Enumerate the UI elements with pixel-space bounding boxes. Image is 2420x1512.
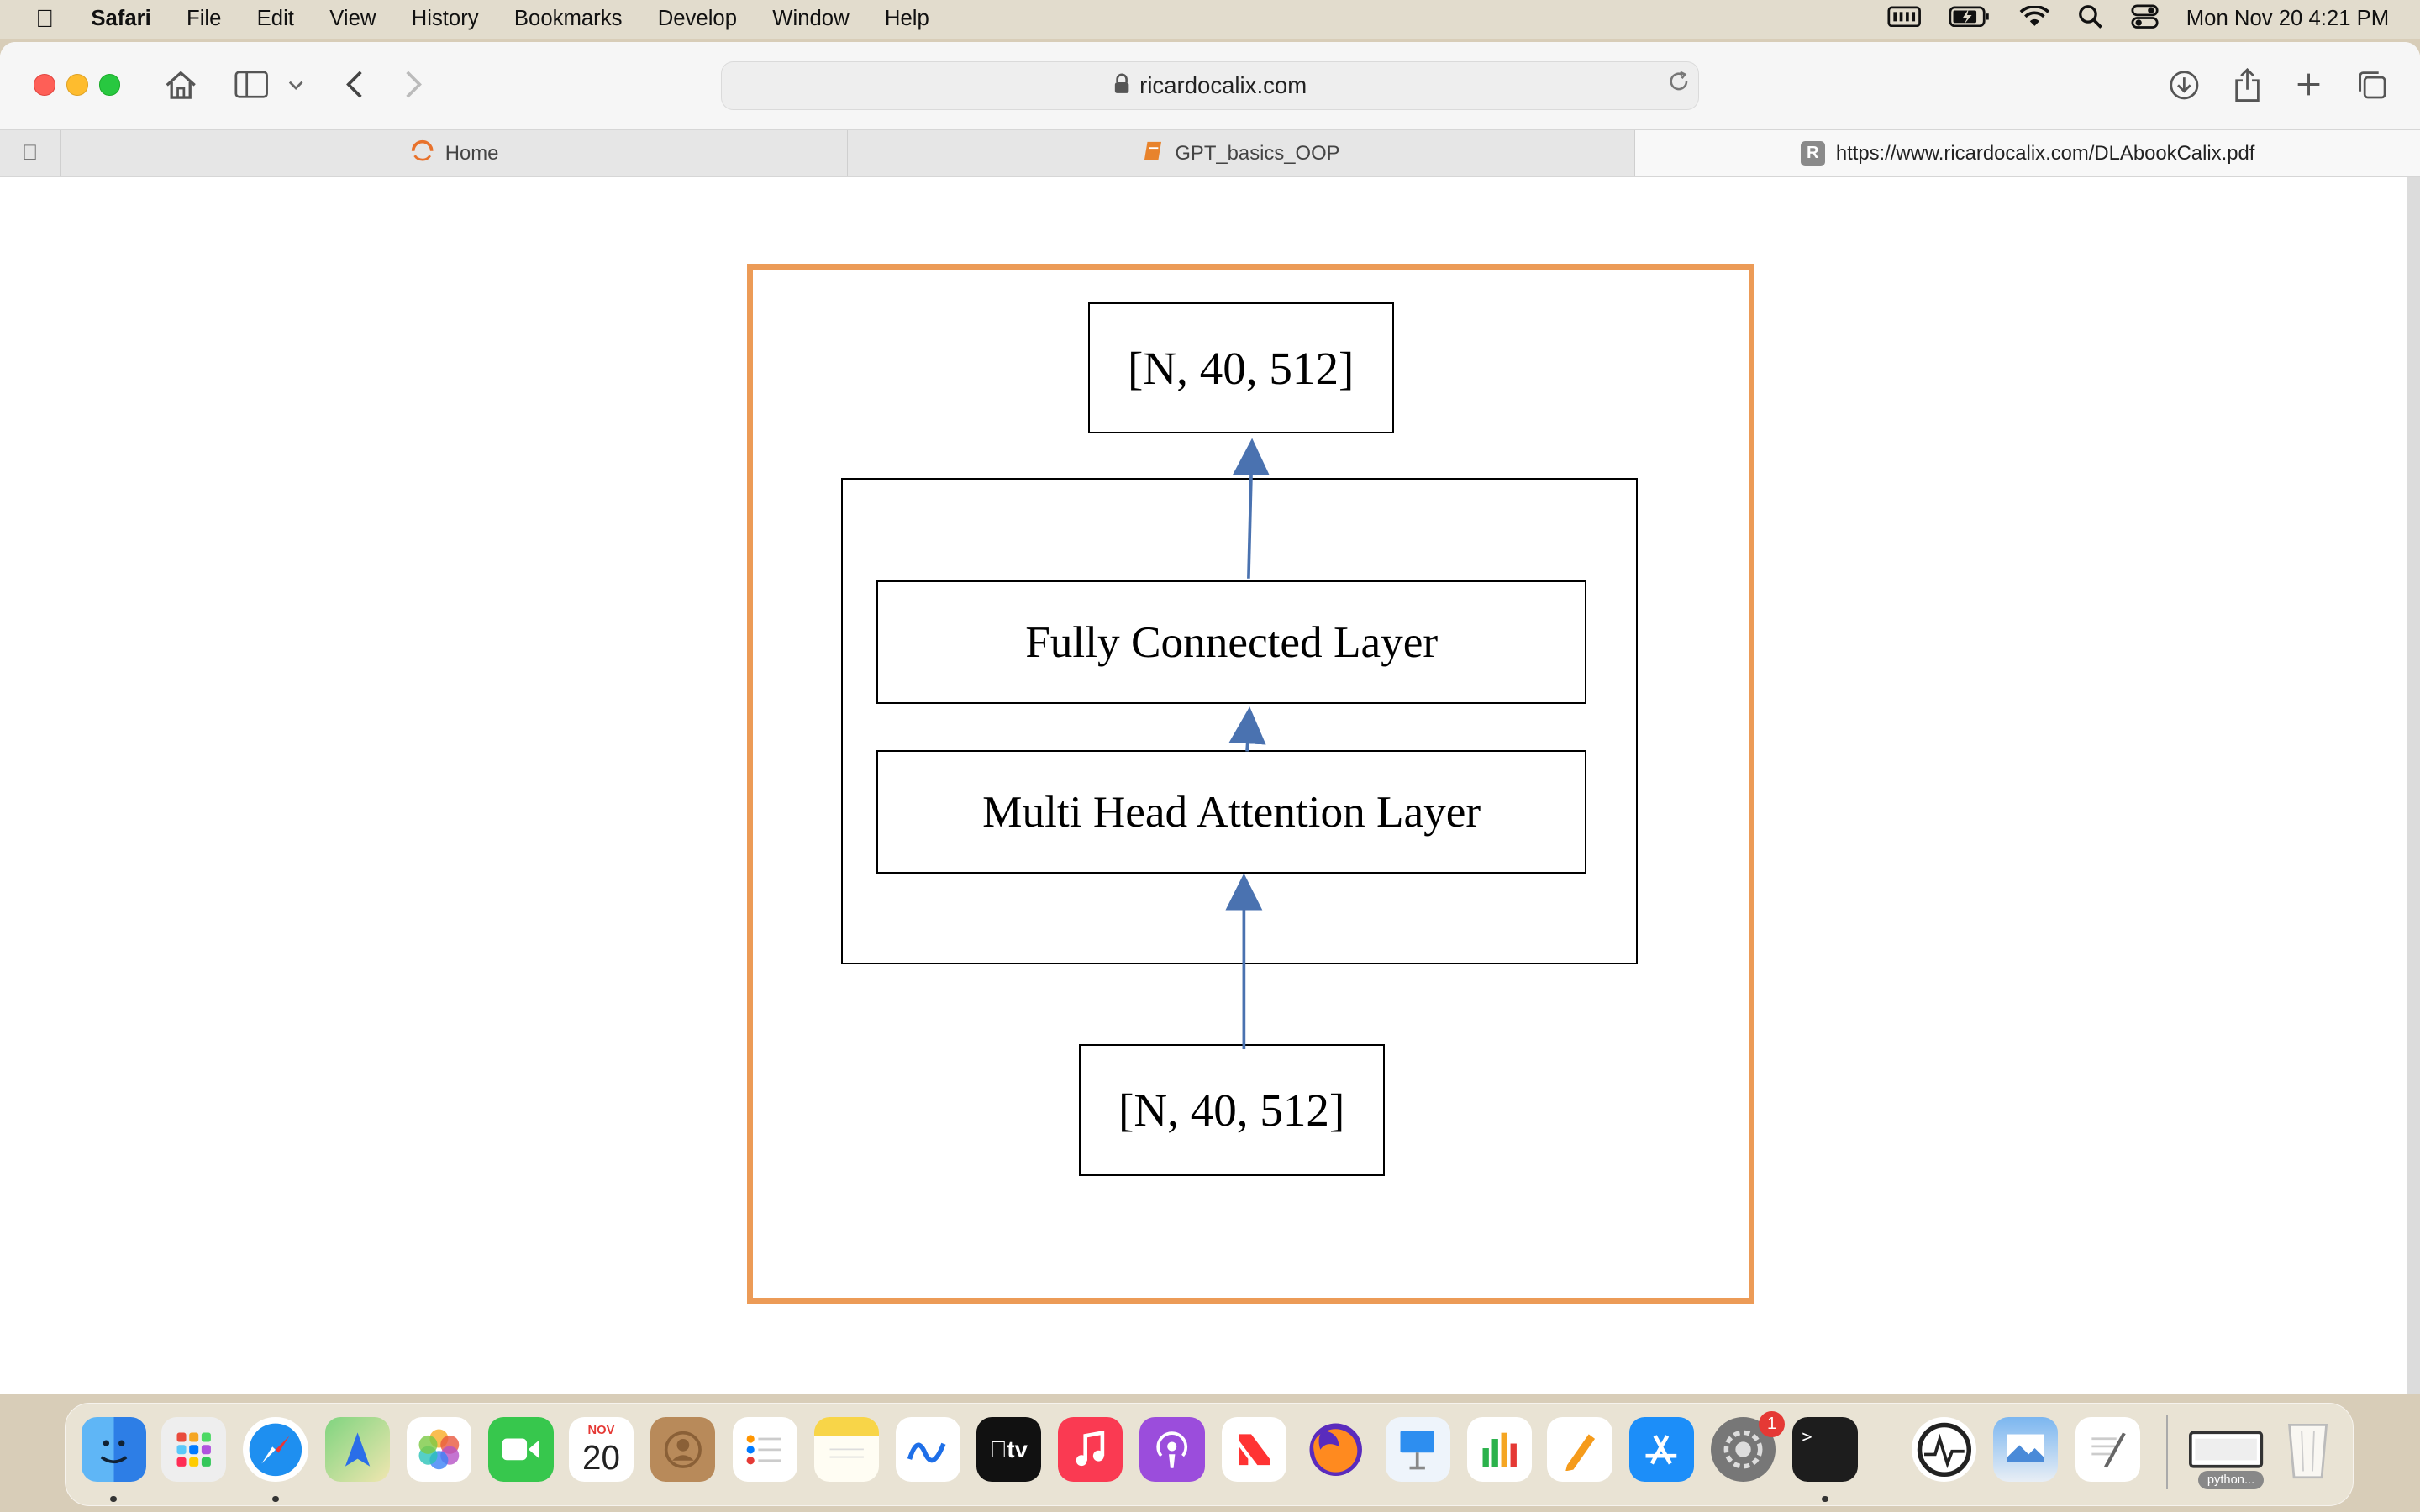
minimize-window-button[interactable]: [66, 74, 88, 97]
tab-home-label: Home: [445, 141, 499, 165]
launchpad-icon[interactable]: [161, 1417, 227, 1483]
tab-gpt-basics-label: GPT_basics_OOP: [1175, 141, 1340, 165]
lock-icon: [1113, 73, 1130, 98]
diagram-frame: [746, 264, 1755, 1304]
address-url: ricardocalix.com: [1139, 72, 1307, 98]
menu-window[interactable]: Window: [772, 7, 850, 31]
finder-running-indicator: [110, 1495, 117, 1503]
multi-head-attention-layer-label: Multi Head Attention Layer: [982, 786, 1481, 837]
calendar-day: 20: [581, 1437, 620, 1477]
notes-icon[interactable]: [813, 1417, 880, 1483]
numbers-icon[interactable]: [1466, 1417, 1532, 1483]
news-icon[interactable]: [1221, 1417, 1286, 1483]
battery-icon[interactable]: [1949, 6, 1991, 34]
wifi-icon[interactable]: [2019, 4, 2050, 34]
calendar-month: NOV: [587, 1424, 615, 1438]
apple-icon: : [22, 141, 38, 165]
control-center-icon[interactable]: [2131, 4, 2159, 34]
dock-separator-2: [2165, 1415, 2168, 1490]
menu-help[interactable]: Help: [884, 7, 929, 31]
contacts-icon[interactable]: [650, 1417, 716, 1483]
activity-monitor-icon[interactable]: [1911, 1417, 1976, 1483]
close-window-button[interactable]: [34, 74, 56, 97]
menu-bookmarks[interactable]: Bookmarks: [513, 7, 623, 31]
tab-pinned-apple[interactable]: : [0, 130, 60, 176]
scrollbar[interactable]: [2407, 177, 2420, 1394]
terminal-icon[interactable]: >_: [1792, 1417, 1858, 1483]
site-logo-icon: [410, 139, 434, 168]
tab-overview-icon[interactable]: [2352, 65, 2392, 105]
keynote-icon[interactable]: [1385, 1417, 1450, 1483]
menu-clock[interactable]: Mon Nov 20 4:21 PM: [2186, 7, 2390, 31]
trash-icon[interactable]: [2275, 1417, 2340, 1482]
home-icon[interactable]: [160, 65, 201, 105]
menu-history[interactable]: History: [411, 7, 479, 31]
app-store-icon[interactable]: [1628, 1417, 1694, 1483]
menu-edit[interactable]: Edit: [256, 7, 294, 31]
reminders-icon[interactable]: [732, 1417, 797, 1483]
firefox-icon[interactable]: [1303, 1417, 1368, 1482]
textedit-icon[interactable]: [2075, 1417, 2140, 1483]
input-shape-box: [N, 40, 512]: [1078, 1044, 1385, 1176]
tab-gpt-basics[interactable]: GPT_basics_OOP: [847, 130, 1634, 177]
dock-separator: [1885, 1415, 1887, 1490]
dock: NOV 20 tv 1 >_: [65, 1402, 2354, 1506]
terminal-running-indicator: [1822, 1495, 1828, 1503]
menu-view[interactable]: View: [329, 7, 376, 31]
forward-button-icon[interactable]: [393, 65, 434, 105]
settings-notification-badge: 1: [1759, 1410, 1786, 1437]
sidebar-toggle-icon[interactable]: [232, 65, 272, 105]
safari-running-indicator: [272, 1495, 279, 1503]
freeform-icon[interactable]: [896, 1417, 961, 1483]
python-window-label: python...: [2198, 1471, 2264, 1490]
tab-pdf[interactable]: R https://www.ricardocalix.com/DLAbookCa…: [1634, 130, 2420, 177]
menu-file[interactable]: File: [187, 7, 222, 31]
reload-icon[interactable]: [1668, 71, 1690, 98]
apple-tv-icon[interactable]: tv: [976, 1417, 1041, 1483]
new-tab-plus-icon[interactable]: [2289, 65, 2329, 105]
tab-pdf-label: https://www.ricardocalix.com/DLAbookCali…: [1835, 141, 2255, 165]
book-icon: [1143, 140, 1165, 167]
output-shape-box: [N, 40, 512]: [1087, 302, 1394, 434]
transformer-block-box: [841, 478, 1638, 964]
calendar-icon[interactable]: NOV 20: [568, 1417, 634, 1483]
menu-bar:  Safari File Edit View History Bookmark…: [0, 0, 2420, 39]
address-bar[interactable]: ricardocalix.com: [720, 61, 1700, 110]
python-window-thumbnail[interactable]: [2189, 1417, 2264, 1482]
menu-develop[interactable]: Develop: [657, 7, 737, 31]
facetime-icon[interactable]: [488, 1417, 554, 1483]
maps-icon[interactable]: [324, 1417, 390, 1483]
share-icon[interactable]: [2227, 65, 2267, 105]
multi-head-attention-layer-box: Multi Head Attention Layer: [876, 749, 1587, 874]
input-shape-label: [N, 40, 512]: [1118, 1084, 1345, 1136]
tab-home[interactable]: Home: [60, 130, 848, 177]
menu-app-name[interactable]: Safari: [91, 7, 151, 31]
downloads-icon[interactable]: [2164, 65, 2204, 105]
site-r-icon: R: [1800, 141, 1825, 166]
chevron-down-icon[interactable]: [278, 65, 315, 105]
safari-icon[interactable]: [243, 1417, 308, 1483]
music-icon[interactable]: [1058, 1417, 1123, 1483]
spotlight-search-icon[interactable]: [2078, 4, 2103, 34]
zoom-window-button[interactable]: [98, 74, 121, 97]
finder-icon[interactable]: [81, 1417, 146, 1483]
output-shape-label: [N, 40, 512]: [1128, 342, 1355, 394]
fully-connected-layer-box: Fully Connected Layer: [876, 580, 1587, 704]
tab-bar:  Home GPT_basics_OOP R https://www.rica…: [0, 129, 2420, 178]
safari-toolbar: ricardocalix.com: [0, 41, 2420, 130]
apple-menu-icon[interactable]: : [31, 5, 59, 34]
podcasts-icon[interactable]: [1139, 1417, 1205, 1483]
back-button-icon[interactable]: [335, 65, 376, 105]
pages-icon[interactable]: [1547, 1417, 1612, 1483]
keyboard-status-icon[interactable]: [1887, 6, 1921, 34]
photos-icon[interactable]: [407, 1417, 472, 1483]
preview-icon[interactable]: [1993, 1417, 2059, 1483]
fully-connected-layer-label: Fully Connected Layer: [1025, 617, 1439, 667]
